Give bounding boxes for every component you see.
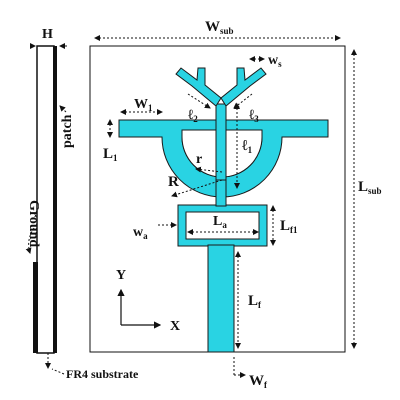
axis-x-label: X xyxy=(170,319,180,334)
label-r: r xyxy=(196,152,202,167)
label-Lf1: Lf1 xyxy=(280,218,298,235)
substrate-label: FR4 substrate xyxy=(66,367,139,381)
ground-layer-side xyxy=(33,262,38,353)
fork-left xyxy=(175,67,222,107)
ground-label: Ground xyxy=(26,200,41,247)
radiating-patch xyxy=(118,67,329,353)
coordinate-axes: Y X xyxy=(116,268,180,334)
feed-line xyxy=(207,244,235,353)
patch-label: patch xyxy=(60,114,75,148)
patch-layer-side xyxy=(53,46,57,353)
side-view: H Ground patch FR4 substrate xyxy=(25,27,139,381)
label-l2: ℓ2 xyxy=(187,108,198,124)
label-wa: wa xyxy=(133,225,148,241)
label-l3: ℓ3 xyxy=(248,108,259,124)
label-La: La xyxy=(213,214,227,230)
label-ws: ws xyxy=(268,53,282,69)
fork-right xyxy=(220,67,267,107)
label-W1: W1 xyxy=(134,97,153,113)
label-R: R xyxy=(168,174,179,190)
label-H: H xyxy=(42,27,53,42)
axis-y-label: Y xyxy=(116,268,126,283)
label-L-sub: Lsub xyxy=(358,179,382,196)
ring-to-loop-connector xyxy=(215,179,227,207)
top-view: Wsub Lsub ws W1 ℓ2 ℓ3 ℓ1 L1 r R wa La Lf… xyxy=(89,19,382,390)
label-l1: ℓ1 xyxy=(242,138,253,155)
label-L1: L1 xyxy=(103,146,118,163)
label-Lf: Lf xyxy=(248,293,262,310)
label-W-sub: Wsub xyxy=(205,19,234,36)
label-Wf: Wf xyxy=(249,373,268,390)
